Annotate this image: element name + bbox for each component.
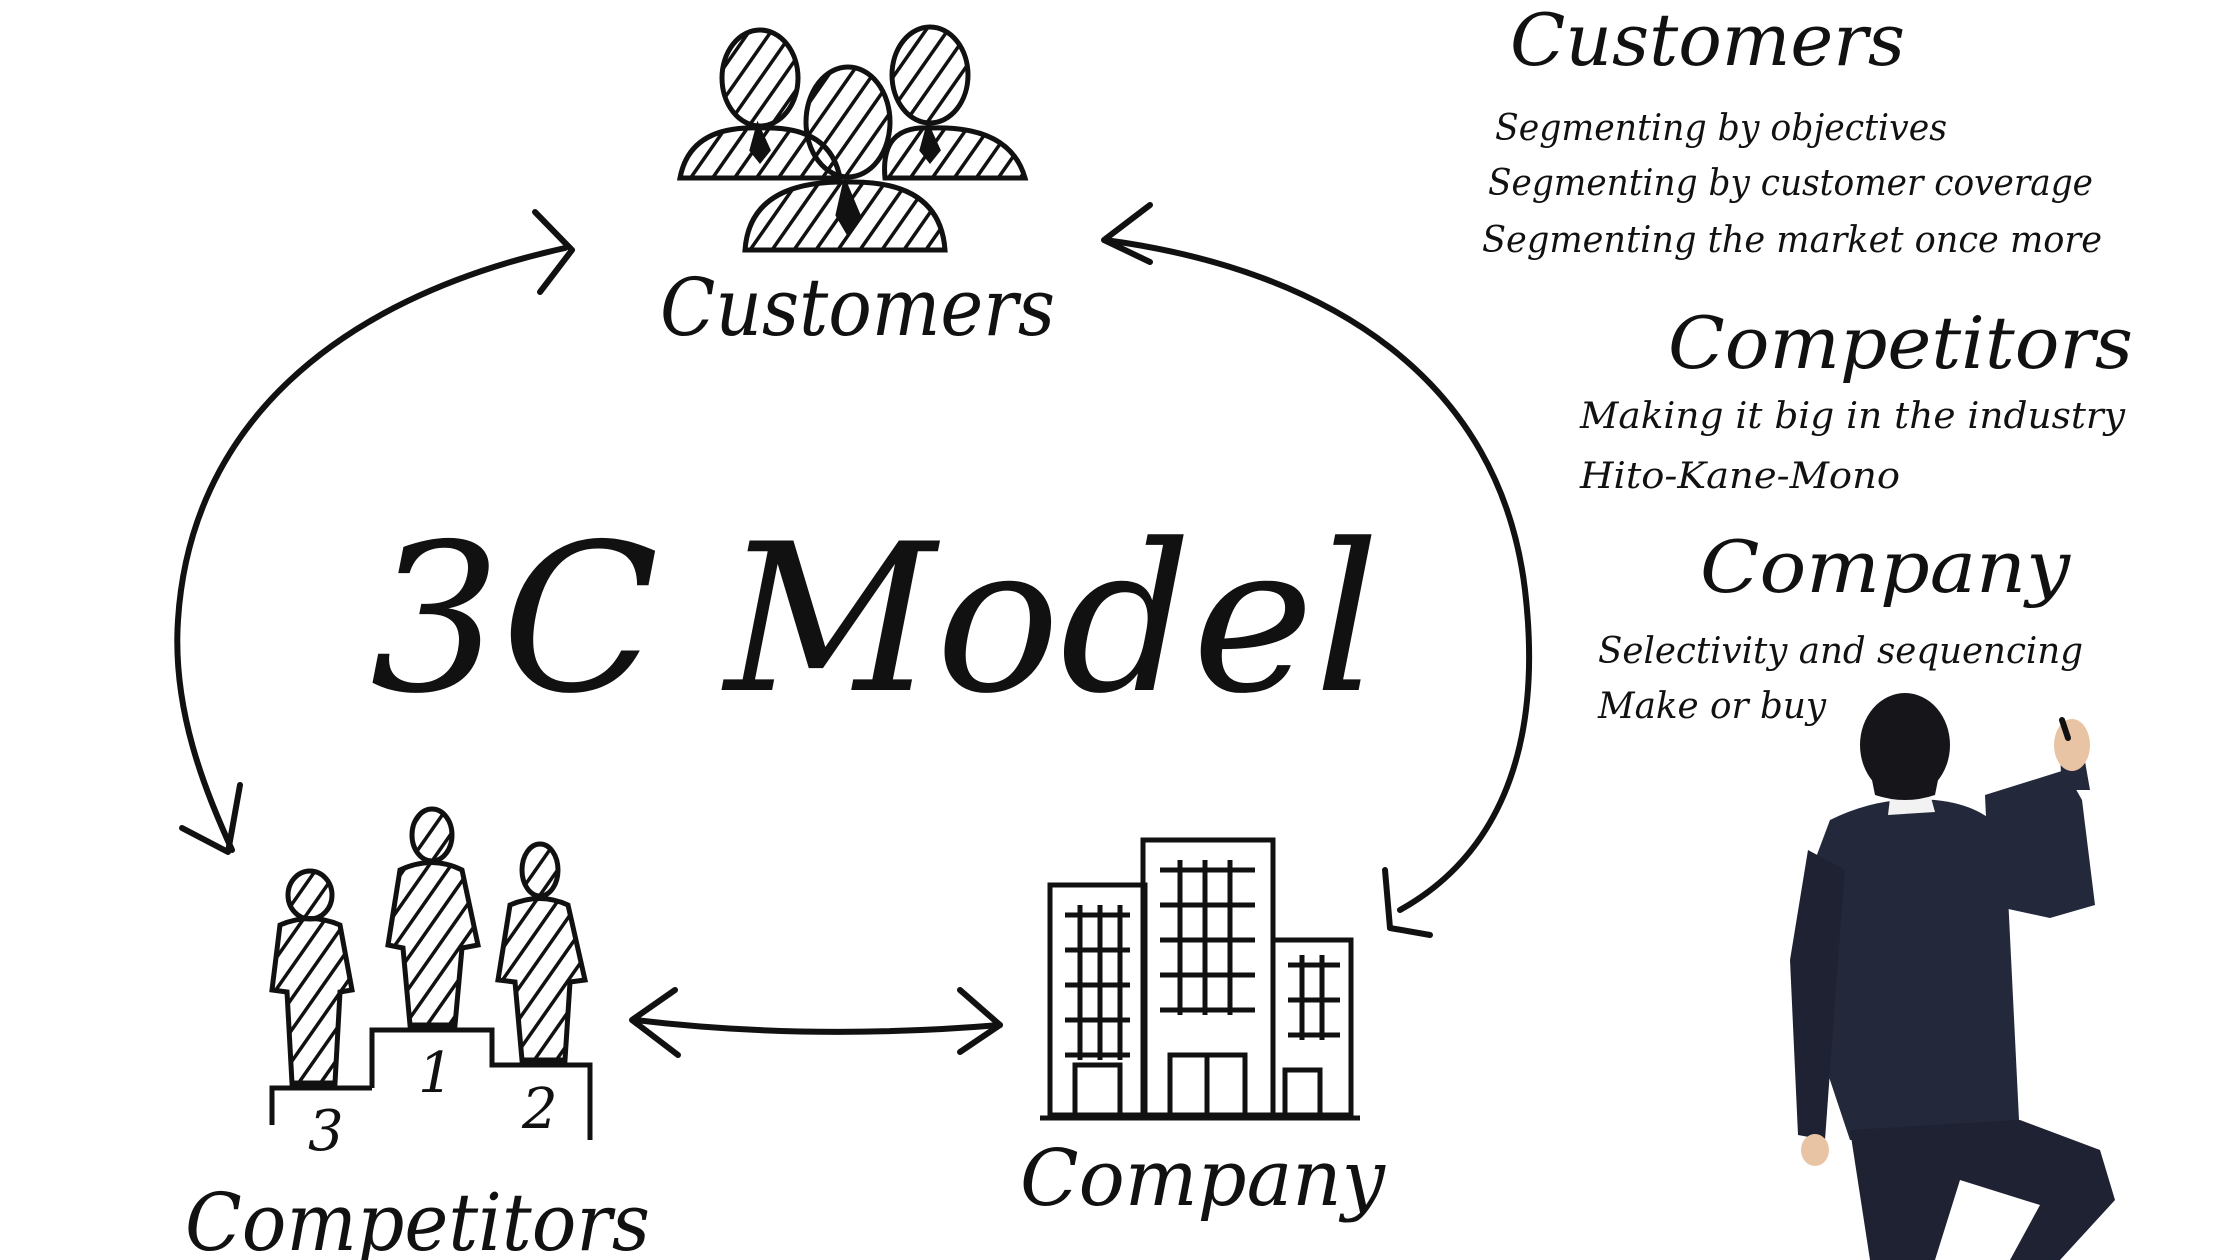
notes-item-company-2: Make or buy <box>1597 686 1827 727</box>
notes-heading-customers: Customers <box>1510 0 1905 82</box>
arrow-customers-company <box>1102 237 1533 913</box>
head <box>1860 693 1950 797</box>
notes-company: Company Selectivity and sequencing Make … <box>1597 525 2083 727</box>
notes-heading-competitors: Competitors <box>1668 301 2133 385</box>
notes-heading-company: Company <box>1700 525 2071 609</box>
arrowhead-to-customers-right <box>1101 202 1153 265</box>
businessman-figure <box>1790 693 2115 1260</box>
notes-item-competitors-1: Making it big in the industry <box>1579 396 2126 437</box>
connector-arrows <box>174 202 1533 1058</box>
marker-pen <box>2059 717 2071 741</box>
podium-number-3: 3 <box>308 1099 344 1164</box>
legs <box>1850 1120 2115 1260</box>
arrowhead-to-company <box>1382 867 1433 938</box>
torso <box>1800 799 2020 1140</box>
node-label-customers: Customers <box>660 261 1055 354</box>
arrow-competitors-company <box>632 1017 1003 1035</box>
podium-number-1: 1 <box>418 1041 454 1106</box>
buildings-icon <box>1040 837 1360 1121</box>
podium-number-2: 2 <box>521 1077 558 1142</box>
hand <box>2054 719 2090 771</box>
node-label-competitors: Competitors <box>185 1176 650 1260</box>
arrowhead-to-customers <box>532 209 575 295</box>
arrowhead-to-competitors <box>179 782 243 855</box>
diagram-title: 3C Model <box>370 501 1380 739</box>
raised-arm <box>1985 770 2095 918</box>
podium-icon <box>269 806 593 1140</box>
arrow-customers-competitors <box>174 245 568 853</box>
notes-customers: Customers Segmenting by objectives Segme… <box>1482 0 2102 261</box>
customers-group-icon <box>676 24 1029 253</box>
notes-item-competitors-2: Hito-Kane-Mono <box>1579 456 1900 497</box>
node-label-company: Company <box>1020 1134 1386 1224</box>
notes-item-customers-1: Segmenting by objectives <box>1495 108 1947 149</box>
notes-item-customers-2: Segmenting by customer coverage <box>1488 163 2093 204</box>
lowered-arm <box>1790 850 1845 1140</box>
arrowhead-to-competitors-bottom <box>629 987 681 1058</box>
notes-item-company-1: Selectivity and sequencing <box>1598 631 2083 672</box>
notes-competitors: Competitors Making it big in the industr… <box>1579 301 2133 497</box>
arrowhead-to-company-bottom <box>957 987 1003 1055</box>
notes-item-customers-3: Segmenting the market once more <box>1482 220 2102 261</box>
